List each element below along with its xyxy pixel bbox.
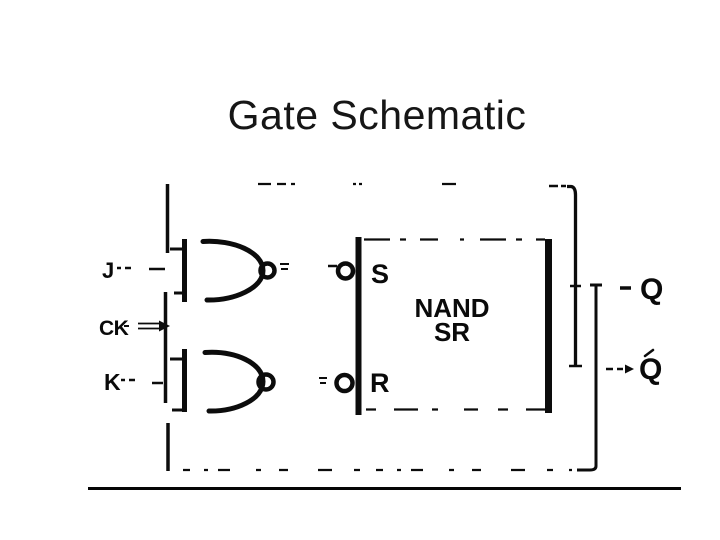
top-gate-input-ticks (170, 247, 182, 295)
ck-arrow-head-icon (159, 320, 170, 332)
bottom-nand-output-dash (319, 377, 327, 384)
ck-arrow-shaft (138, 322, 161, 330)
r-input-bubble (334, 372, 355, 394)
qbar-arrow-head-icon (625, 364, 634, 374)
top-nand-output-dash (280, 263, 289, 270)
latch-right-edge (545, 239, 552, 413)
qbar-feedback-wire (567, 184, 578, 366)
top-nand-bubble (258, 261, 277, 280)
k-input-wire (121, 378, 163, 385)
top-nand-input-bar (182, 239, 187, 302)
bottom-nand-body (202, 349, 266, 414)
q-output-label: Q (640, 273, 663, 306)
qbar-wire-ticks (569, 284, 582, 368)
j-input-wire (117, 266, 165, 271)
ck-input-label: CK (99, 317, 129, 340)
s-input-label: S (371, 259, 389, 289)
j-input-label: J (102, 258, 114, 283)
top-nand-body (200, 238, 266, 303)
qbar-overline-mark (643, 348, 655, 358)
feedback-wires (183, 182, 602, 472)
r-input-label: R (370, 368, 390, 398)
slide-title: Gate Schematic (227, 92, 527, 138)
s-input-bubble (335, 261, 356, 281)
q-feedback-wire (577, 286, 598, 472)
left-rail-wire (163, 184, 170, 471)
latch-name-line1: NAND (414, 293, 489, 323)
jk-input-stage: J CK K (99, 184, 182, 471)
latch-name-line2: SR (434, 317, 470, 347)
bottom-gate-input-ticks (170, 357, 182, 412)
qbar-output-label: Q (639, 353, 662, 386)
steering-nand-gates (182, 238, 327, 414)
k-input-label: K (104, 369, 121, 395)
bottom-nand-input-bar (182, 349, 187, 412)
bottom-nand-bubble (256, 372, 276, 392)
nand-sr-latch: S R NAND SR (328, 237, 552, 415)
output-stage: Q Q (606, 273, 663, 386)
latch-left-edge (355, 237, 362, 415)
footer-divider (88, 487, 681, 490)
